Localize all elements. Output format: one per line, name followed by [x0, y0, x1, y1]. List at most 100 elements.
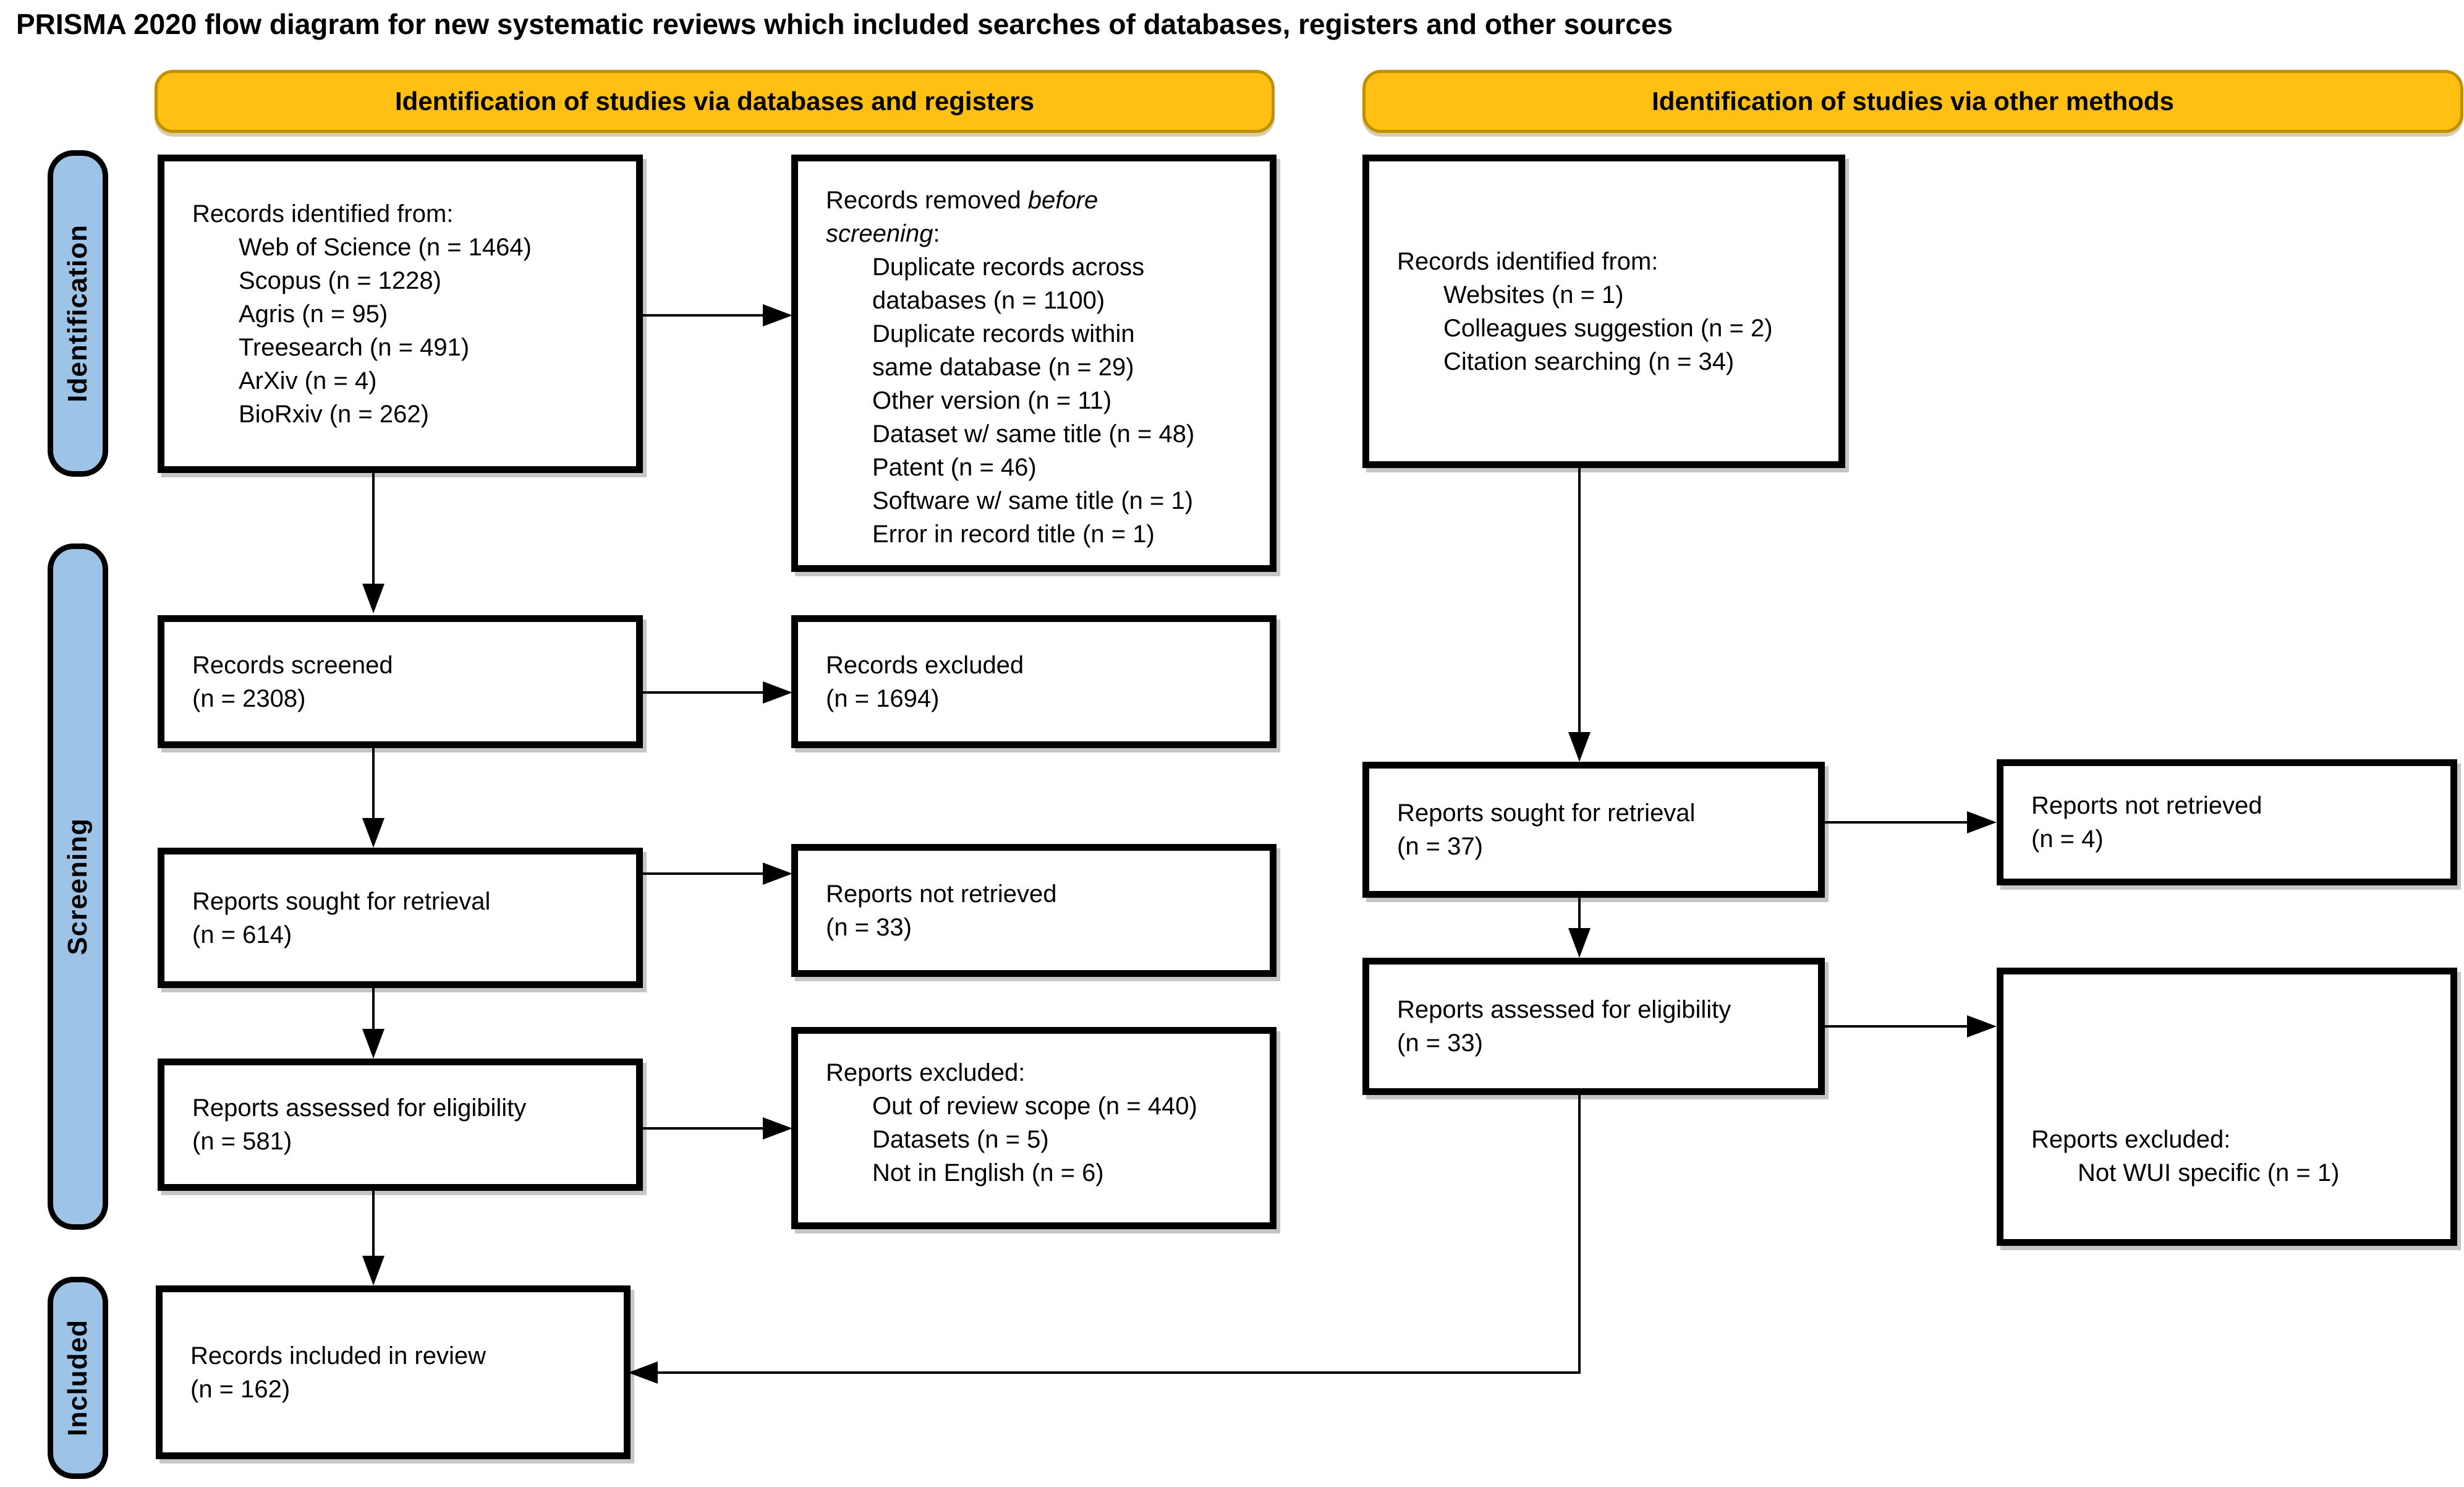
- header-databases-label: Identification of studies via databases …: [395, 87, 1034, 116]
- exclusion-item: Not in English (n = 6): [872, 1159, 1104, 1187]
- source-item: BioRxiv (n = 262): [239, 400, 429, 428]
- header-other-methods-label: Identification of studies via other meth…: [1652, 87, 2174, 116]
- connector-sought-to-assessed: [372, 988, 375, 1030]
- source-item: Websites (n = 1): [1443, 281, 1624, 309]
- connector-sought-other-to-assessed: [1578, 898, 1581, 929]
- box-reports-assessed-other: Reports assessed for eligibility (n = 33…: [1362, 958, 1825, 1095]
- stage-screening-label: Screening: [62, 818, 93, 955]
- header-databases-registers: Identification of studies via databases …: [155, 70, 1275, 133]
- box-records-removed: Records removed before screening: Duplic…: [791, 155, 1277, 572]
- arrowhead-right-icon: [763, 1117, 792, 1140]
- arrowhead-down-icon: [362, 1256, 384, 1285]
- arrowhead-right-icon: [763, 863, 792, 885]
- box-reports-assessed-databases: Reports assessed for eligibility (n = 58…: [158, 1059, 643, 1191]
- box-line: (n = 1694): [826, 684, 940, 712]
- box-content: Records identified from: Web of Science …: [192, 197, 618, 431]
- box-records-excluded: Records excluded (n = 1694): [791, 615, 1277, 748]
- arrowhead-right-icon: [1967, 1015, 1997, 1037]
- stage-included: Included: [48, 1277, 108, 1479]
- source-item: Colleagues suggestion (n = 2): [1443, 314, 1773, 342]
- box-records-included: Records included in review (n = 162): [156, 1285, 631, 1459]
- arrowhead-right-icon: [1967, 811, 1997, 833]
- connector-assessed-other-to-included: [656, 1371, 1581, 1374]
- removal-item: Patent (n = 46): [872, 454, 1037, 481]
- arrowhead-down-icon: [1568, 732, 1591, 762]
- box-line: (n = 37): [1397, 833, 1483, 860]
- arrowhead-left-icon: [628, 1361, 658, 1384]
- removal-item: Dataset w/ same title (n = 48): [872, 420, 1195, 448]
- box-intro: Records identified from:: [192, 200, 454, 228]
- arrowhead-right-icon: [763, 304, 792, 326]
- box-reports-excluded-databases: Reports excluded: Out of review scope (n…: [791, 1027, 1277, 1229]
- box-intro: Records removed before screening:: [826, 184, 1172, 250]
- stage-included-label: Included: [62, 1319, 93, 1436]
- source-item: Web of Science (n = 1464): [239, 233, 532, 261]
- box-reports-not-retrieved-other: Reports not retrieved (n = 4): [1997, 759, 2457, 885]
- box-line: Reports sought for retrieval: [192, 887, 491, 915]
- arrowhead-down-icon: [362, 818, 384, 848]
- box-line: Reports assessed for eligibility: [1397, 996, 1731, 1023]
- arrowhead-down-icon: [362, 1029, 384, 1059]
- connector-sought-other-to-not-retrieved: [1825, 821, 1968, 824]
- header-other-methods: Identification of studies via other meth…: [1362, 70, 2463, 133]
- removal-item: Software w/ same title (n = 1): [872, 487, 1194, 514]
- box-line: (n = 33): [826, 913, 912, 941]
- box-reports-sought-databases: Reports sought for retrieval (n = 614): [158, 848, 643, 988]
- box-reports-excluded-other: Reports excluded: Not WUI specific (n = …: [1997, 968, 2457, 1246]
- removal-item: Duplicate records across databases (n = …: [872, 254, 1145, 314]
- stage-identification: Identification: [48, 150, 108, 477]
- box-reports-sought-other: Reports sought for retrieval (n = 37): [1362, 762, 1825, 898]
- box-line: Reports assessed for eligibility: [192, 1094, 527, 1122]
- connector-identified-to-removed: [643, 314, 767, 317]
- connector-assessed-other-elbow-vertical: [1578, 1095, 1581, 1373]
- stage-identification-label: Identification: [62, 224, 93, 403]
- removal-item: Other version (n = 11): [872, 387, 1112, 414]
- intro-italic: before screening: [826, 187, 1098, 247]
- box-records-identified-databases: Records identified from: Web of Science …: [158, 155, 643, 473]
- connector-identified-other-to-sought: [1578, 468, 1581, 733]
- connector-screened-to-sought: [372, 748, 375, 819]
- box-content: Reports excluded: Not WUI specific (n = …: [2031, 1123, 2432, 1190]
- box-records-identified-other: Records identified from: Websites (n = 1…: [1362, 155, 1845, 468]
- box-line: Records included in review: [190, 1342, 486, 1370]
- connector-assessed-to-included: [372, 1191, 375, 1257]
- box-line: (n = 2308): [192, 684, 306, 712]
- box-content: Records identified from: Websites (n = 1…: [1397, 245, 1820, 378]
- box-line: Records screened: [192, 651, 393, 679]
- connector-assessed-to-excluded: [643, 1127, 767, 1130]
- box-line: Reports not retrieved: [2031, 792, 2262, 819]
- arrowhead-right-icon: [763, 681, 792, 704]
- page-title: PRISMA 2020 flow diagram for new systema…: [16, 8, 1673, 40]
- source-item: Citation searching (n = 34): [1443, 347, 1735, 375]
- source-item: ArXiv (n = 4): [239, 367, 377, 394]
- stage-screening: Screening: [48, 543, 108, 1230]
- exclusion-item: Not WUI specific (n = 1): [2078, 1159, 2340, 1187]
- box-line: (n = 162): [190, 1375, 291, 1403]
- box-line: (n = 4): [2031, 825, 2104, 853]
- source-item: Scopus (n = 1228): [239, 266, 441, 294]
- arrowhead-down-icon: [362, 584, 384, 613]
- source-item: Treesearch (n = 491): [239, 333, 470, 361]
- box-line: (n = 33): [1397, 1029, 1483, 1057]
- box-line: (n = 581): [192, 1128, 292, 1155]
- source-item: Agris (n = 95): [239, 300, 388, 328]
- connector-identified-to-screened: [372, 473, 375, 587]
- box-content: Reports excluded: Out of review scope (n…: [826, 1056, 1251, 1190]
- box-line: Reports sought for retrieval: [1397, 799, 1696, 827]
- exclusion-item: Datasets (n = 5): [872, 1126, 1049, 1153]
- box-line: Reports not retrieved: [826, 880, 1057, 908]
- removal-item: Error in record title (n = 1): [872, 521, 1155, 548]
- connector-screened-to-excluded: [643, 691, 767, 694]
- box-intro: Records identified from:: [1397, 247, 1659, 275]
- box-line: (n = 614): [192, 921, 292, 948]
- box-intro: Reports excluded:: [2031, 1126, 2231, 1153]
- box-records-screened: Records screened (n = 2308): [158, 615, 643, 748]
- removal-item: Duplicate records within same database (…: [872, 320, 1135, 381]
- box-content: Records removed before screening: Duplic…: [826, 184, 1251, 551]
- exclusion-item: Out of review scope (n = 440): [872, 1093, 1197, 1120]
- intro-prefix: Records removed: [826, 187, 1028, 214]
- box-reports-not-retrieved-databases: Reports not retrieved (n = 33): [791, 844, 1277, 977]
- intro-suffix: :: [933, 220, 940, 247]
- box-line: Records excluded: [826, 651, 1024, 679]
